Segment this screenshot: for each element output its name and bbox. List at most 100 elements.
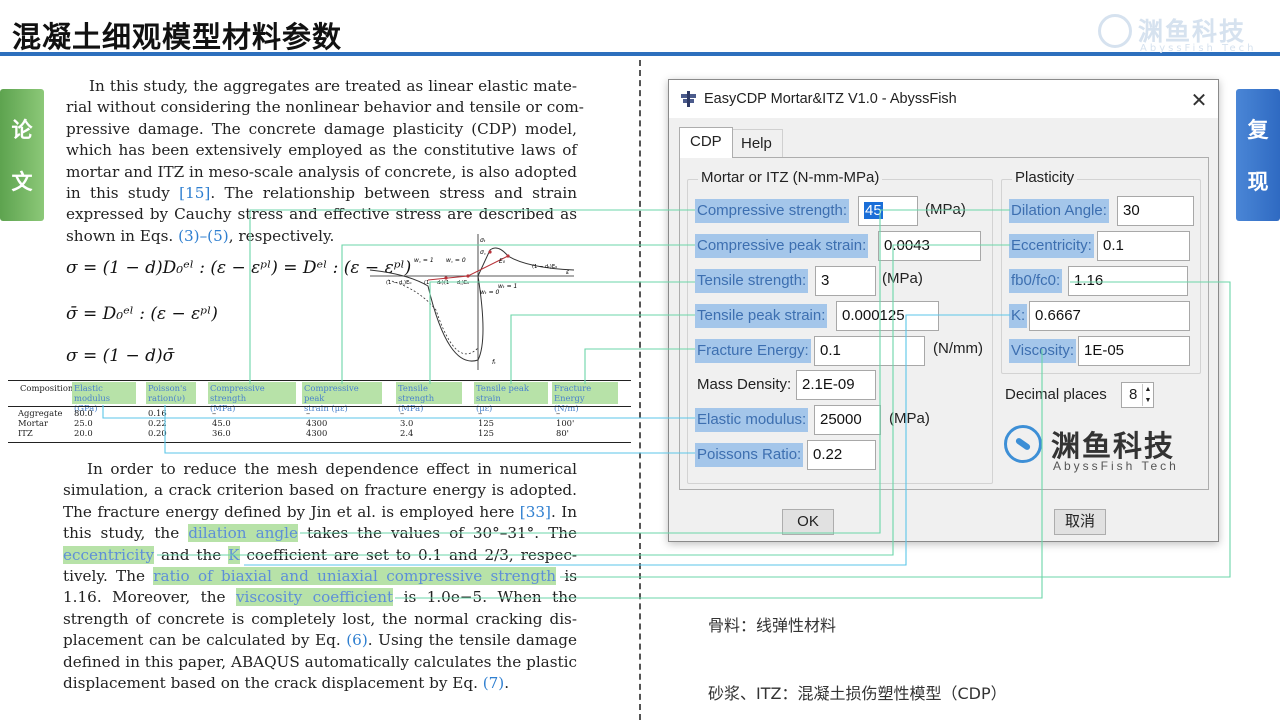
elastic-modulus-label: Elastic modulus: bbox=[695, 408, 809, 432]
paper-line: strength of concrete is completely lost,… bbox=[63, 609, 577, 628]
figure-label: σ꜀ bbox=[480, 249, 487, 256]
tab-help[interactable]: Help bbox=[730, 129, 783, 158]
viscosity-input[interactable]: 1E-05 bbox=[1078, 336, 1190, 366]
table-cell: 125 bbox=[478, 428, 494, 438]
paper-text: this study, the bbox=[63, 524, 189, 543]
table-cell: 36.0 bbox=[212, 428, 231, 438]
fracture-energy-input[interactable]: 0.1 bbox=[814, 336, 925, 366]
paper-paragraph-2: In order to reduce the mesh dependence e… bbox=[63, 459, 577, 694]
unload-curve bbox=[387, 279, 479, 355]
side-tab-char: 文 bbox=[11, 170, 33, 194]
paper-text: The fracture energy defined by Jin et al… bbox=[63, 502, 520, 521]
fb0-fc0-input[interactable]: 1.16 bbox=[1068, 266, 1188, 296]
eccentricity-label: Eccentricity: bbox=[1009, 234, 1094, 258]
elastic-modulus-unit: (MPa) bbox=[889, 410, 930, 427]
table-cell: Mortar bbox=[18, 418, 48, 428]
equation-3: σ = (1 − d)D₀ᵉˡ : (ε − εᵖˡ) = Dᵉˡ : (ε −… bbox=[66, 258, 412, 278]
table-cell: ITZ bbox=[18, 428, 33, 438]
paper-line: mortar and ITZ in meso-scale analysis of… bbox=[66, 162, 577, 181]
mass-density-input[interactable]: 2.1E-09 bbox=[796, 370, 876, 400]
paper-text: displacement based on the crack displace… bbox=[63, 674, 483, 693]
curve-point bbox=[488, 250, 492, 254]
group-label-plasticity: Plasticity bbox=[1012, 169, 1078, 186]
table-cell: 125 bbox=[478, 418, 494, 428]
paper-text: and the bbox=[154, 545, 229, 564]
poissons-ratio-input[interactable]: 0.22 bbox=[807, 440, 876, 470]
decimal-places-spinner[interactable]: 8 ▲ ▼ bbox=[1121, 382, 1154, 408]
table-rule bbox=[8, 380, 631, 381]
equation-link[interactable]: (7) bbox=[482, 674, 505, 693]
spin-down-icon[interactable]: ▼ bbox=[1142, 395, 1153, 406]
compressive-peak-strain-label: Compressive peak strain: bbox=[695, 234, 869, 258]
compressive-peak-strain-input[interactable]: 0.0043 bbox=[878, 231, 981, 261]
paper-text: . The relationship between stress and st… bbox=[210, 184, 578, 203]
side-tab-char: 复 bbox=[1247, 118, 1269, 142]
side-tab-char: 论 bbox=[11, 118, 33, 142]
dilation-angle-input[interactable]: 30 bbox=[1117, 196, 1194, 226]
paper-line: tively. The ratio of biaxial and uniaxia… bbox=[63, 566, 577, 587]
paper-text: tively. The bbox=[63, 567, 154, 586]
dialog-title: EasyCDP Mortar&ITZ V1.0 - AbyssFish bbox=[704, 91, 957, 107]
table-cell: 4300 bbox=[306, 418, 328, 428]
fracture-energy-label: Fracture Energy: bbox=[695, 339, 811, 363]
spin-up-icon[interactable]: ▲ bbox=[1142, 384, 1153, 395]
viscosity-label: Viscosity: bbox=[1009, 339, 1077, 363]
fish-logo-icon bbox=[1004, 425, 1042, 463]
close-icon[interactable]: ✕ bbox=[1190, 90, 1208, 112]
mass-density-label: Mass Density: bbox=[697, 376, 792, 393]
table-cell: – bbox=[556, 408, 561, 418]
stress-strain-figure: w꜀ = 1 w꜀ = 0 wₜ = 0 wₜ = 1 σₜ σ꜀ ε fₜ E… bbox=[369, 234, 575, 370]
cancel-button[interactable]: 取消 bbox=[1054, 509, 1106, 535]
elastic-modulus-input[interactable]: 25000 bbox=[814, 405, 881, 435]
tensile-peak-strain-label: Tensile peak strain: bbox=[695, 304, 828, 328]
tensile-strength-unit: (MPa) bbox=[882, 270, 923, 287]
paper-text: is bbox=[556, 567, 577, 586]
curve-point bbox=[466, 274, 470, 278]
equation-link[interactable]: (6) bbox=[346, 631, 368, 650]
compressive-strength-unit: (MPa) bbox=[925, 201, 966, 218]
highlight-k: K bbox=[228, 545, 240, 564]
paper-text: 1.16. Moreover, the bbox=[63, 588, 236, 607]
figure-label: w꜀ = 0 bbox=[446, 257, 466, 264]
paper-line: In this study, the aggregates are treate… bbox=[89, 77, 577, 95]
figure-label: (1 − dₜ)E₀ bbox=[532, 264, 557, 270]
app-icon bbox=[681, 91, 696, 107]
k-label: K: bbox=[1009, 304, 1028, 328]
table-cell: 20.0 bbox=[74, 428, 93, 438]
curve-point bbox=[506, 254, 510, 258]
compressive-strength-input[interactable]: 45 bbox=[858, 196, 918, 226]
table-header-tensile-peak-strain: Tensile peak strain(με) bbox=[474, 382, 548, 413]
tensile-strength-input[interactable]: 3 bbox=[815, 266, 876, 296]
equation-link[interactable]: (3)–(5) bbox=[178, 226, 229, 245]
equation-4: σ̄ = D₀ᵉˡ : (ε − εᵖˡ) bbox=[66, 304, 218, 324]
citation-link[interactable]: [33] bbox=[519, 502, 551, 521]
dialog-titlebar[interactable]: EasyCDP Mortar&ITZ V1.0 - AbyssFish ✕ bbox=[669, 80, 1218, 118]
paper-text: . In bbox=[550, 502, 577, 521]
table-cell: – bbox=[306, 408, 311, 418]
title-rule bbox=[0, 52, 1280, 56]
group-label-mortar-itz: Mortar or ITZ (N-mm-MPa) bbox=[698, 169, 883, 186]
paper-line: displacement based on the crack displace… bbox=[63, 673, 577, 694]
table-cell: 0.22 bbox=[148, 418, 167, 428]
tab-cdp[interactable]: CDP bbox=[679, 127, 733, 158]
k-input[interactable]: 0.6667 bbox=[1029, 301, 1190, 331]
paper-line: pressive damage. The concrete damage pla… bbox=[66, 119, 577, 138]
eccentricity-input[interactable]: 0.1 bbox=[1097, 231, 1190, 261]
figure-label: (1 − dₜ)(1 − d꜀)E₀ bbox=[424, 280, 469, 286]
citation-link[interactable]: [15] bbox=[179, 184, 211, 203]
paper-text: . Using the tensile damage bbox=[367, 631, 577, 650]
highlight-viscosity: viscosity coefficient bbox=[235, 588, 394, 607]
table-header-elastic-modulus: Elastic modulus(GPa) bbox=[72, 382, 136, 413]
figure-label: wₜ = 1 bbox=[498, 283, 517, 290]
dialog-brand-logo: 渊鱼科技 AbyssFish Tech bbox=[1004, 423, 1204, 475]
brand-subtitle: AbyssFish Tech bbox=[1140, 43, 1257, 54]
ok-button[interactable]: OK bbox=[782, 509, 834, 535]
side-tab-char: 现 bbox=[1247, 170, 1269, 194]
dialog-brand-subtitle: AbyssFish Tech bbox=[1053, 459, 1179, 473]
center-divider bbox=[639, 60, 641, 720]
highlight-eccentricity: eccentricity bbox=[63, 545, 155, 564]
tension-curve bbox=[477, 247, 575, 277]
tensile-peak-strain-input[interactable]: 0.000125 bbox=[836, 301, 939, 331]
group-mortar-itz bbox=[687, 179, 993, 484]
